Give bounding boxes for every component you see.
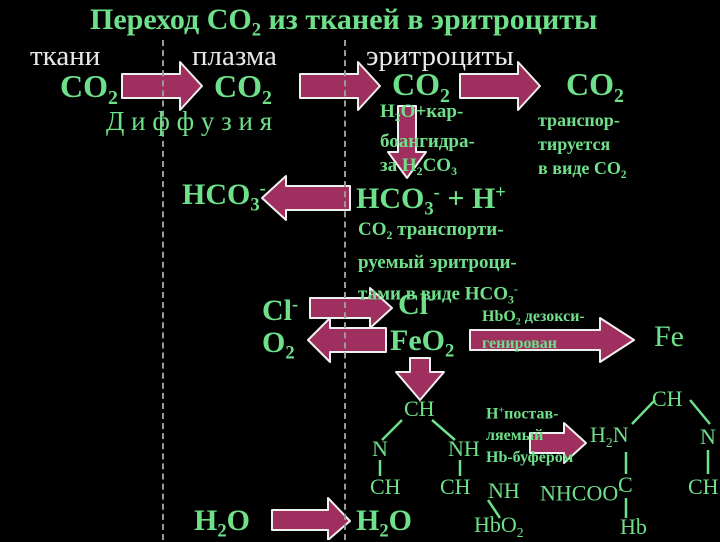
arrow-h2o-bottom — [271, 497, 351, 540]
h2o-plasma: H2O — [194, 504, 250, 542]
arrow-down-feo2 — [395, 357, 445, 401]
hco3-plasma: HCO3- — [182, 178, 266, 216]
column-erythrocytes: эритроциты — [366, 40, 514, 72]
cl-plasma: Cl- — [262, 294, 299, 328]
transport-label: транспор- тируется в виде CO2 — [538, 110, 627, 181]
page-title: Переход CO2 из тканей в эритроциты — [90, 3, 598, 41]
divider-plasma-erythrocyte — [344, 40, 346, 540]
carbanhydrase-label: H2O+кар- боангидра- за H2CO3 — [380, 101, 475, 179]
co2-transport-label: CO2 транспорти- руемый эритроци- тами в … — [358, 219, 518, 307]
h-plus-buffer-label: H+постав- ляемый Hb-буфером — [486, 405, 574, 467]
divider-tissue-plasma — [162, 40, 164, 540]
bond-left-top-to-nh — [431, 419, 456, 441]
co2-right: CO2 — [566, 66, 624, 107]
hbo2-bottom: HbO2 — [474, 512, 524, 540]
hb-bottom: Hb — [620, 514, 647, 539]
h2o-erythrocyte: H2O — [356, 504, 412, 542]
struct-h2n: H2N — [590, 422, 629, 450]
arrow-hbo2-to-fe — [469, 317, 635, 363]
struct-mid-nh: NH — [488, 478, 520, 503]
struct-left-ch-bottom-left: CH — [370, 474, 401, 499]
arrow-down-carbanhydrase — [387, 105, 427, 179]
arrow-o2-to-plasma — [307, 317, 387, 363]
bond-right-top-right — [689, 399, 711, 425]
struct-right-ch-bottom: CH — [688, 474, 719, 499]
feo2-erythrocyte: FeO2 — [390, 324, 455, 362]
co2-plasma: CO2 — [214, 68, 272, 109]
co2-erythrocyte: CO2 — [392, 66, 450, 107]
cl-erythrocyte: Cl- — [398, 288, 435, 322]
struct-left-ch-bottom-right: CH — [440, 474, 471, 499]
column-tissues: ткани — [30, 40, 101, 72]
struct-mid-c: C — [618, 472, 633, 497]
hbo2-deoxygenated-label: HbO2 дезокси- генирован — [482, 308, 585, 353]
bond-left-top-to-n — [381, 419, 403, 441]
struct-right-n: N — [700, 424, 716, 449]
struct-mid-nhcoo: NHCOO- — [540, 480, 623, 506]
arrow-erythrocyte-co2-right — [459, 61, 541, 111]
struct-left-n: N — [372, 436, 388, 461]
arrow-plasma-to-erythrocyte — [299, 61, 381, 111]
o2-plasma: O2 — [262, 326, 295, 364]
fe-label: Fe — [654, 320, 684, 353]
arrow-hco3-to-plasma — [261, 175, 351, 221]
struct-left-nh: NH — [448, 436, 480, 461]
struct-left-ch-top: CH — [404, 396, 435, 421]
bond-right-top-left — [631, 399, 656, 425]
co2-tissue: CO2 — [60, 68, 118, 109]
struct-right-ch-top: CH — [652, 386, 683, 411]
bond-nh-to-hbo2 — [486, 499, 502, 519]
arrow-h-plus-to-hb — [529, 422, 587, 464]
column-plasma: плазма — [192, 40, 277, 72]
hco3-h-erythrocyte: HCO3- + H+ — [356, 182, 506, 220]
diffusion-label: Д и ф ф у з и я — [106, 106, 273, 136]
